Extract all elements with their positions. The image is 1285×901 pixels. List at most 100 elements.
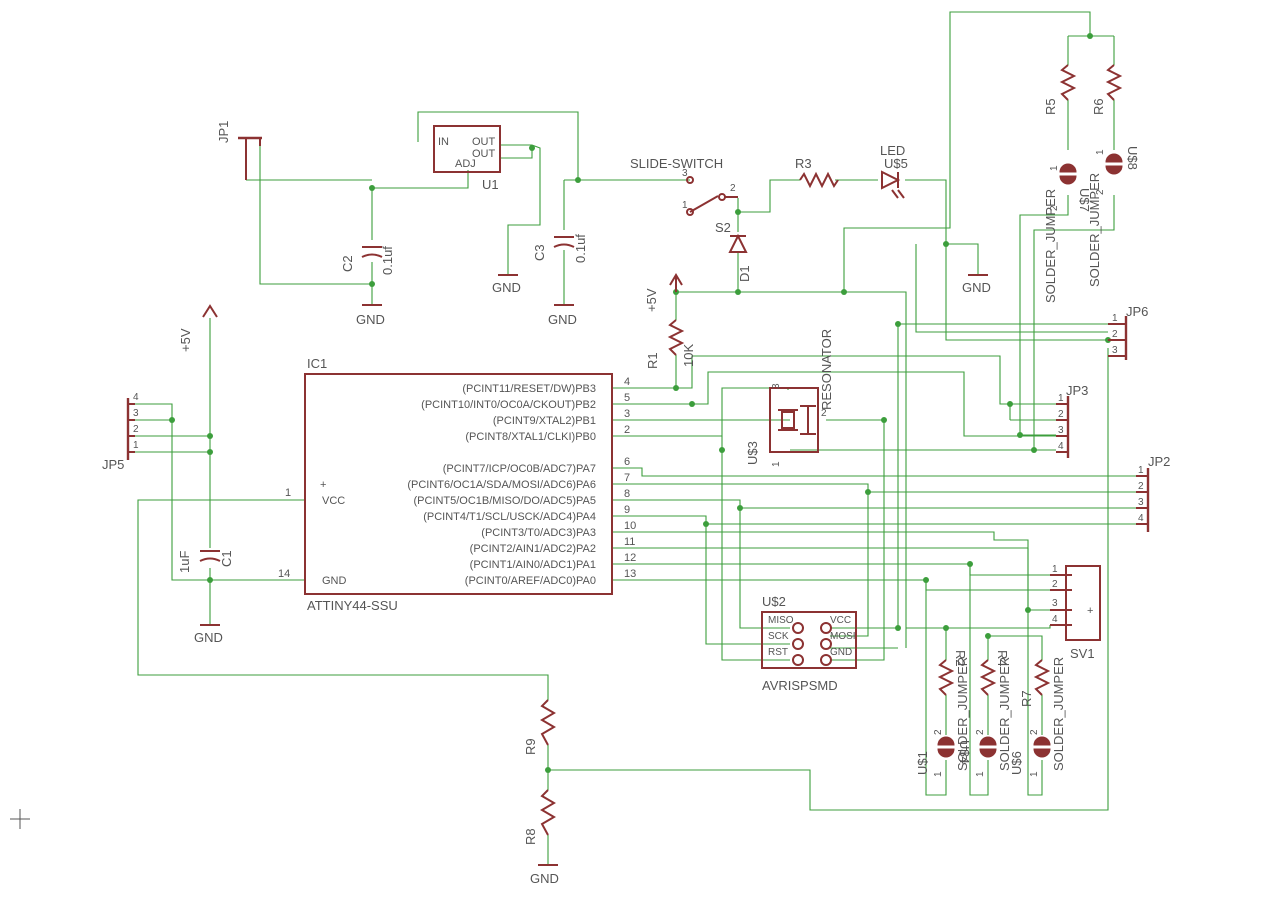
u8-solder-jumper: 1 2 U$8 SOLDER_JUMPER (1087, 146, 1140, 287)
u1-solder-jumper: 2 1 U$1 SOLDER_JUMPER (915, 657, 970, 777)
ic1-gnd-label: GND (322, 575, 347, 587)
isp-sck: SCK (768, 631, 789, 642)
u3-label: U$3 (745, 441, 760, 465)
isp-rst: RST (768, 647, 788, 658)
c3-label: C3 (532, 244, 547, 261)
gnd-label-r8: GND (530, 871, 559, 886)
r6-resistor: R6 (1091, 64, 1123, 115)
jp2-header: 1 2 3 4 JP2 (1136, 454, 1170, 532)
jp3-pin-1: 1 (1058, 393, 1064, 404)
jp2-pin-2: 2 (1138, 481, 1144, 492)
u1-out1-pin: OUT (472, 136, 496, 148)
slide-switch: SLIDE-SWITCH 3 2 1 S2 (630, 156, 738, 235)
ic1-pin-number: 2 (624, 424, 630, 436)
r4-label: R4 (995, 650, 1010, 667)
c1-label: C1 (219, 550, 234, 567)
c2-value: 0.1uf (380, 246, 395, 275)
gnd-symbols: GND GND GND GND GND GND (194, 274, 991, 886)
ic1-pin-name: (PCINT1/AIN0/ADC1)PA1 (470, 559, 596, 571)
ic1-pin-number: 9 (624, 504, 630, 516)
r7-label: R7 (1019, 690, 1034, 707)
u8-pin-1: 1 (1095, 149, 1106, 155)
ic1-pin-name: (PCINT7/ICP/OC0B/ADC7)PA7 (443, 463, 596, 475)
u5-label: U$5 (884, 156, 908, 171)
s2-label: S2 (715, 220, 731, 235)
jp3-header: 1 2 3 4 JP3 (1056, 383, 1088, 458)
u8-label: U$8 (1125, 146, 1140, 170)
jp6-pin-2: 2 (1112, 329, 1118, 340)
r1-value: 10K (681, 344, 696, 367)
ic1-pin-name: (PCINT2/AIN1/ADC2)PA2 (470, 543, 596, 555)
ic1-pin-name: (PCINT3/T0/ADC3)PA3 (481, 527, 596, 539)
c3-capacitor: C3 0.1uf (532, 234, 588, 263)
p5v-label-jp5: +5V (178, 328, 193, 352)
ic1-vcc-pin-number: 1 (285, 487, 291, 499)
c2-label: C2 (340, 255, 355, 272)
r1-label: R1 (645, 352, 660, 369)
r3-label: R3 (795, 156, 812, 171)
ic1-pin-number: 3 (624, 408, 630, 420)
gnd-label-u1: GND (492, 280, 521, 295)
sv1-pin-3: 3 (1052, 598, 1058, 609)
avrisp-u2: U$2 AVRISPSMD MISO VCC SCK MOSI RST GND (761, 594, 857, 693)
c1-value: 1uF (177, 551, 192, 573)
d1-diode: D1 (728, 233, 752, 282)
u7-pin-1: 1 (1049, 165, 1060, 171)
u3-pin-3: 3 (771, 383, 782, 389)
jp5-header: 4 3 2 1 JP5 (102, 392, 139, 472)
ic1-pin-name: (PCINT5/OC1B/MISO/DO/ADC5)PA5 (413, 495, 596, 507)
jp5-label: JP5 (102, 457, 124, 472)
ic1-pin-number: 10 (624, 520, 636, 532)
u4-pin-2: 2 (975, 729, 986, 735)
s2-pin-2: 2 (730, 183, 736, 194)
jp1-label: JP1 (216, 121, 231, 143)
resonator-u3: 3 2 1 RESONATOR U$3 (745, 329, 834, 467)
isp-gnd: GND (830, 647, 852, 658)
jp6-label: JP6 (1126, 304, 1148, 319)
c2-capacitor: C2 0.1uf (340, 246, 395, 275)
u8-pin-2: 2 (1095, 189, 1106, 195)
c3-value: 0.1uf (573, 234, 588, 263)
u6-label: U$6 (1009, 751, 1024, 775)
u1b-solder-jumper-label: SOLDER_JUMPER (955, 657, 970, 771)
u1-regulator: IN OUT OUT ADJ U1 (433, 125, 501, 192)
sv1-pin-1: 1 (1052, 564, 1058, 575)
isp-miso: MISO (768, 615, 794, 626)
sv1-label: SV1 (1070, 646, 1095, 661)
ic1-pin-number: 5 (624, 392, 630, 404)
u4-solder-jumper: 2 1 U$4 SOLDER_JUMPER (957, 657, 1012, 777)
jp6-pin-1: 1 (1112, 313, 1118, 324)
ic1-pin-number: 11 (624, 536, 635, 548)
ic1-pin-name: (PCINT4/T1/SCL/USCK/ADC4)PA4 (423, 511, 596, 523)
u7-label: U$7 (1077, 188, 1092, 212)
ic1-pin-number: 8 (624, 488, 630, 500)
ic1-pin-number: 4 (624, 376, 630, 388)
slide-switch-label: SLIDE-SWITCH (630, 156, 723, 171)
u4-pin-1: 1 (975, 771, 986, 777)
jp3-label: JP3 (1066, 383, 1088, 398)
gnd-label-led: GND (962, 280, 991, 295)
jp6-pin-3: 3 (1112, 345, 1118, 356)
ic1-pin-name: (PCINT10/INT0/OC0A/CKOUT)PB2 (421, 399, 596, 411)
u7-solder-jumper: 1 2 U$7 SOLDER_JUMPER (1043, 163, 1092, 303)
u8-solder-jumper-label: SOLDER_JUMPER (1087, 173, 1102, 287)
avrisp-label: AVRISPSMD (762, 678, 838, 693)
u6-solder-jumper: 2 1 U$6 SOLDER_JUMPER (1009, 657, 1066, 777)
u4-label: U$4 (957, 740, 972, 764)
jp2-pin-3: 3 (1138, 497, 1144, 508)
ic1-pin-name: (PCINT0/AREF/ADC0)PA0 (465, 575, 596, 587)
u7-solder-jumper-label: SOLDER_JUMPER (1043, 189, 1058, 303)
r5-resistor: R5 (1043, 64, 1077, 115)
ic1-vcc-plus: + (320, 479, 326, 491)
ic1-pin-number: 6 (624, 456, 630, 468)
gnd-label-c1: GND (194, 630, 223, 645)
r8-resistor: R8 (523, 789, 556, 845)
p5v-label-r1: +5V (644, 288, 659, 312)
jp3-pin-2: 2 (1058, 409, 1064, 420)
u6-pin-2: 2 (1029, 729, 1040, 735)
gnd-label-c3: GND (548, 312, 577, 327)
r9-label: R9 (523, 738, 538, 755)
led-u5: LED U$5 (880, 143, 908, 199)
u1b-pin-2: 2 (933, 729, 944, 735)
sv1-pin-4: 4 (1052, 614, 1058, 625)
